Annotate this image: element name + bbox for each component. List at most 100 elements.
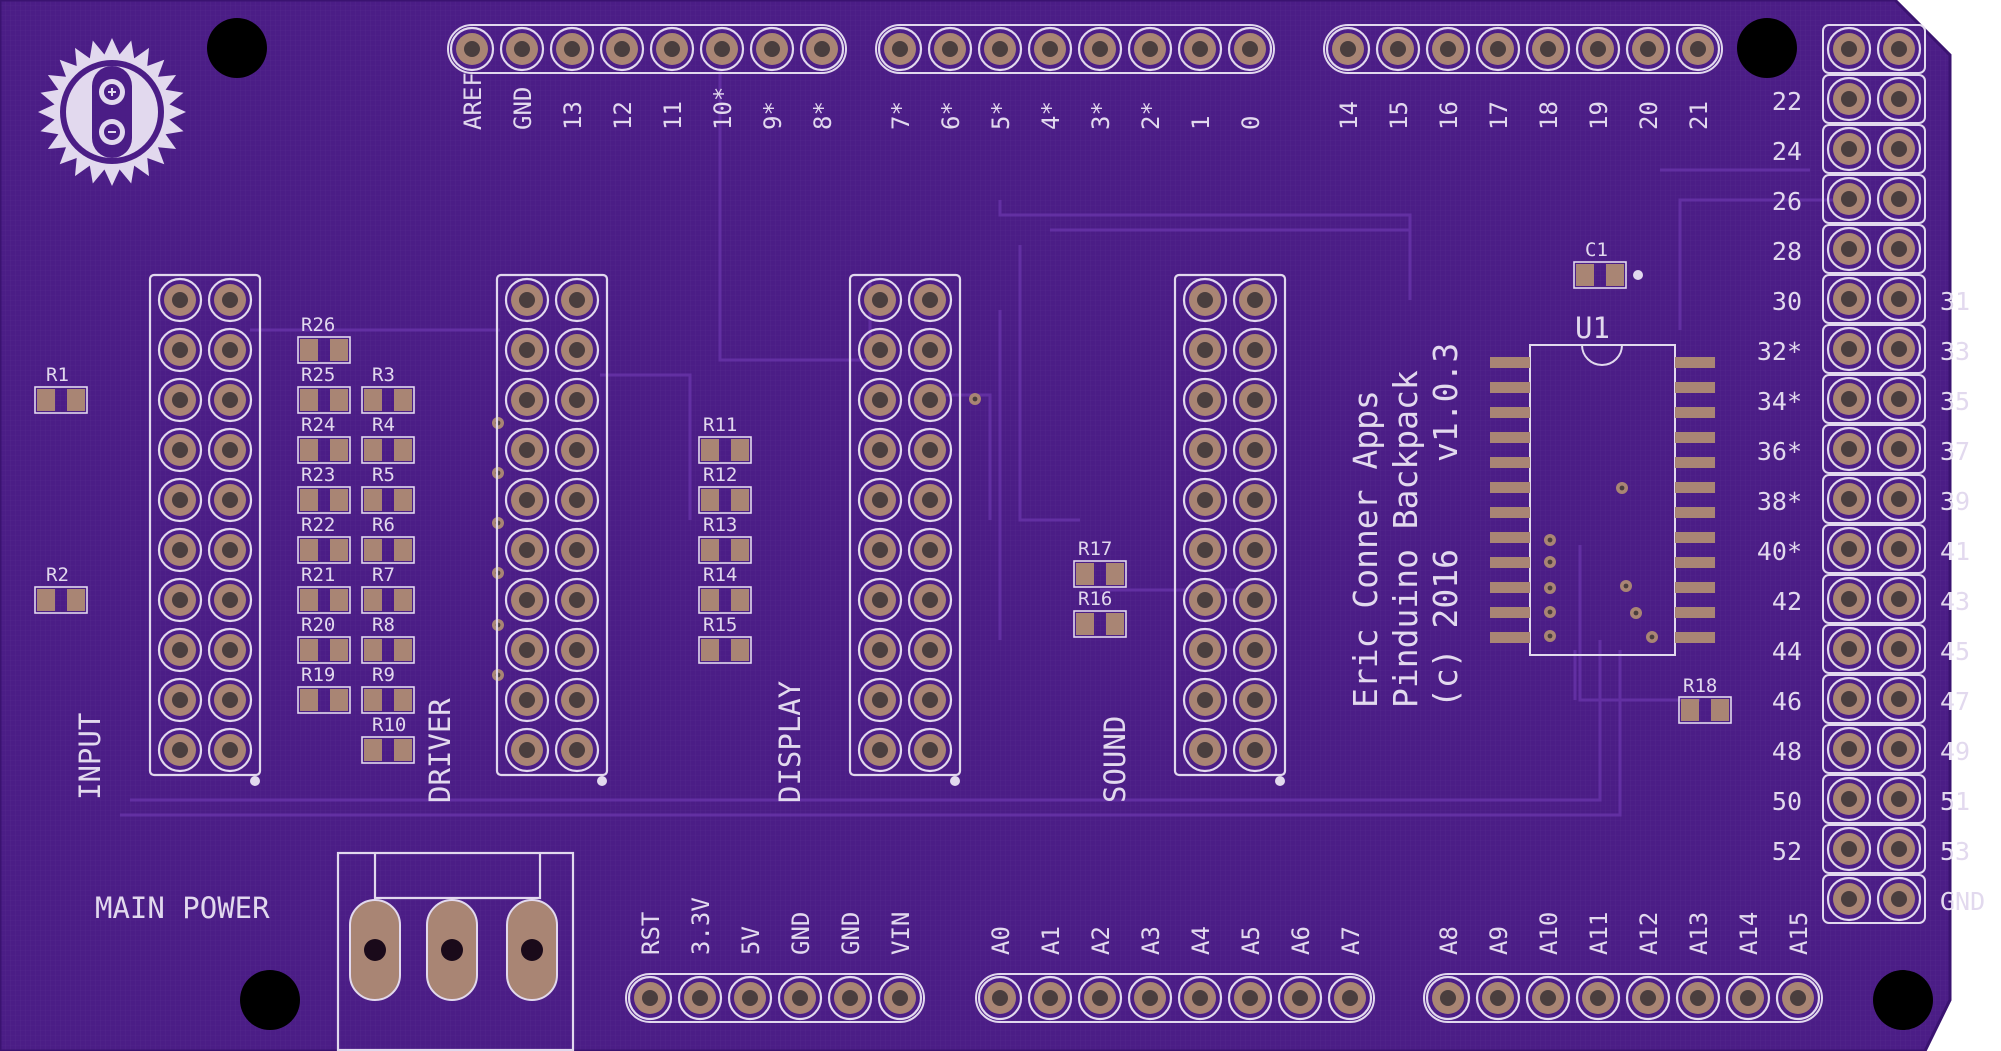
header-top-right-pin-label: 21 xyxy=(1685,101,1713,130)
resistor-input-label: R2 xyxy=(46,564,69,586)
header-right-outline xyxy=(1822,24,1926,74)
header-right-pin-label: 33 xyxy=(1940,337,1970,366)
resistor-left-label: R19 xyxy=(301,664,335,686)
header-right-pin-label: 52 xyxy=(1772,837,1802,866)
header-right-pin-label: 44 xyxy=(1772,637,1802,666)
resistor-mid xyxy=(361,536,415,564)
header-bottom-analog-low-pin-label: A2 xyxy=(1087,926,1115,955)
resistor-left xyxy=(297,436,351,464)
header-right-outline xyxy=(1822,624,1926,674)
chip-label: U1 xyxy=(1575,311,1610,345)
resistor-mid-label: R10 xyxy=(372,714,406,736)
resistor-left-label: R25 xyxy=(301,364,335,386)
header-bottom-power-pad xyxy=(827,975,873,1021)
resistor-chip xyxy=(1678,696,1732,724)
header-bottom-analog-low-pin-label: A7 xyxy=(1337,926,1365,955)
sound-connector-pad xyxy=(1182,577,1228,623)
header-top-right-pad xyxy=(1575,26,1621,72)
input-connector-pad xyxy=(207,427,253,473)
resistor-left-label: R24 xyxy=(301,414,335,436)
header-top-left-pin-label: 12 xyxy=(609,101,637,130)
header-top-right-pin-label: 19 xyxy=(1585,101,1613,130)
header-bottom-power-outline xyxy=(625,973,925,1023)
header-right-pad xyxy=(1826,876,1872,922)
header-right-pad xyxy=(1876,376,1922,422)
resistor-left-label: R22 xyxy=(301,514,335,536)
driver-connector-pad xyxy=(554,277,600,323)
header-bottom-analog-low-pin-label: A3 xyxy=(1137,926,1165,955)
resistor-mid xyxy=(361,486,415,514)
resistor-display xyxy=(698,486,752,514)
header-right-pad xyxy=(1876,276,1922,322)
header-top-right-pad xyxy=(1525,26,1571,72)
display-connector-pad xyxy=(857,277,903,323)
header-bottom-power-pin-label: GND xyxy=(837,912,865,955)
header-top-right-pad xyxy=(1675,26,1721,72)
header-right-pad xyxy=(1876,676,1922,722)
sound-connector-pad xyxy=(1232,627,1278,673)
sound-connector-pad xyxy=(1182,677,1228,723)
header-right-pin-label: 51 xyxy=(1940,787,1970,816)
resistor-mid xyxy=(361,586,415,614)
header-right-pad xyxy=(1826,726,1872,772)
header-top-left-pin-label: AREF xyxy=(459,72,487,130)
display-connector-pad xyxy=(857,427,903,473)
resistor-mid-label: R9 xyxy=(372,664,395,686)
resistor-left-label: R20 xyxy=(301,614,335,636)
header-right-pad xyxy=(1876,876,1922,922)
driver-connector-pad xyxy=(504,277,550,323)
header-right-pad xyxy=(1826,626,1872,672)
resistor-display-label: R15 xyxy=(703,614,737,636)
display-connector-pad xyxy=(907,577,953,623)
header-bottom-analog-high-pin-label: A14 xyxy=(1735,912,1763,955)
mounting-holes xyxy=(207,18,1933,1030)
capacitor-dot xyxy=(1633,270,1643,280)
header-bottom-analog-high-pad xyxy=(1575,975,1621,1021)
header-bottom-analog-low-pad xyxy=(1327,975,1373,1021)
driver-connector-outline xyxy=(495,273,609,777)
header-top-mid-pad xyxy=(977,26,1023,72)
sound-connector-pad xyxy=(1232,577,1278,623)
resistor-display xyxy=(698,636,752,664)
mounting-hole xyxy=(240,970,300,1030)
sound-connector-pad xyxy=(1182,727,1228,773)
resistor-mid-label: R3 xyxy=(372,364,395,386)
resistor-mid-label: R7 xyxy=(372,564,395,586)
driver-connector-pad xyxy=(504,577,550,623)
header-bottom-power-pin-label: 5V xyxy=(737,926,765,955)
header-right-pin-label: 36* xyxy=(1757,437,1802,466)
display-connector-pad xyxy=(857,727,903,773)
header-right-pin-label: 40* xyxy=(1757,537,1802,566)
header-right-pad xyxy=(1876,326,1922,372)
display-connector-pad xyxy=(857,527,903,573)
display-connector-pad xyxy=(907,727,953,773)
header-bottom-analog-high-pin-label: A8 xyxy=(1435,926,1463,955)
display-connector-pad xyxy=(907,677,953,723)
header-top-left-pin-label: GND xyxy=(509,87,537,130)
header-right-pad xyxy=(1826,326,1872,372)
header-right-pad xyxy=(1826,276,1872,322)
header-right-pin-label: 45 xyxy=(1940,637,1970,666)
header-bottom-analog-high-pad xyxy=(1475,975,1521,1021)
driver-connector-pad xyxy=(504,327,550,373)
resistor-sound-label: R16 xyxy=(1078,588,1112,610)
input-connector-pad xyxy=(157,627,203,673)
header-top-mid-pad xyxy=(1177,26,1223,72)
display-connector-pad xyxy=(907,377,953,423)
input-connector-pad xyxy=(157,677,203,723)
header-right-pin-label: 35 xyxy=(1940,387,1970,416)
header-top-mid-pin-label: 0 xyxy=(1237,116,1265,130)
header-top-mid-pad xyxy=(877,26,923,72)
header-bottom-analog-high-pad xyxy=(1675,975,1721,1021)
input-connector-pad xyxy=(207,377,253,423)
header-bottom-analog-high-pin-label: A11 xyxy=(1585,912,1613,955)
header-top-right-pad xyxy=(1375,26,1421,72)
display-connector-pad xyxy=(857,327,903,373)
header-right-pin-label: 46 xyxy=(1772,687,1802,716)
display-connector-pad xyxy=(857,477,903,523)
header-top-left-pad xyxy=(749,26,795,72)
resistor-chip-label: R18 xyxy=(1683,675,1717,697)
display-connector-pin1-dot xyxy=(950,776,960,786)
header-bottom-analog-low-pad xyxy=(977,975,1023,1021)
header-right-pin-label: 32* xyxy=(1757,337,1802,366)
